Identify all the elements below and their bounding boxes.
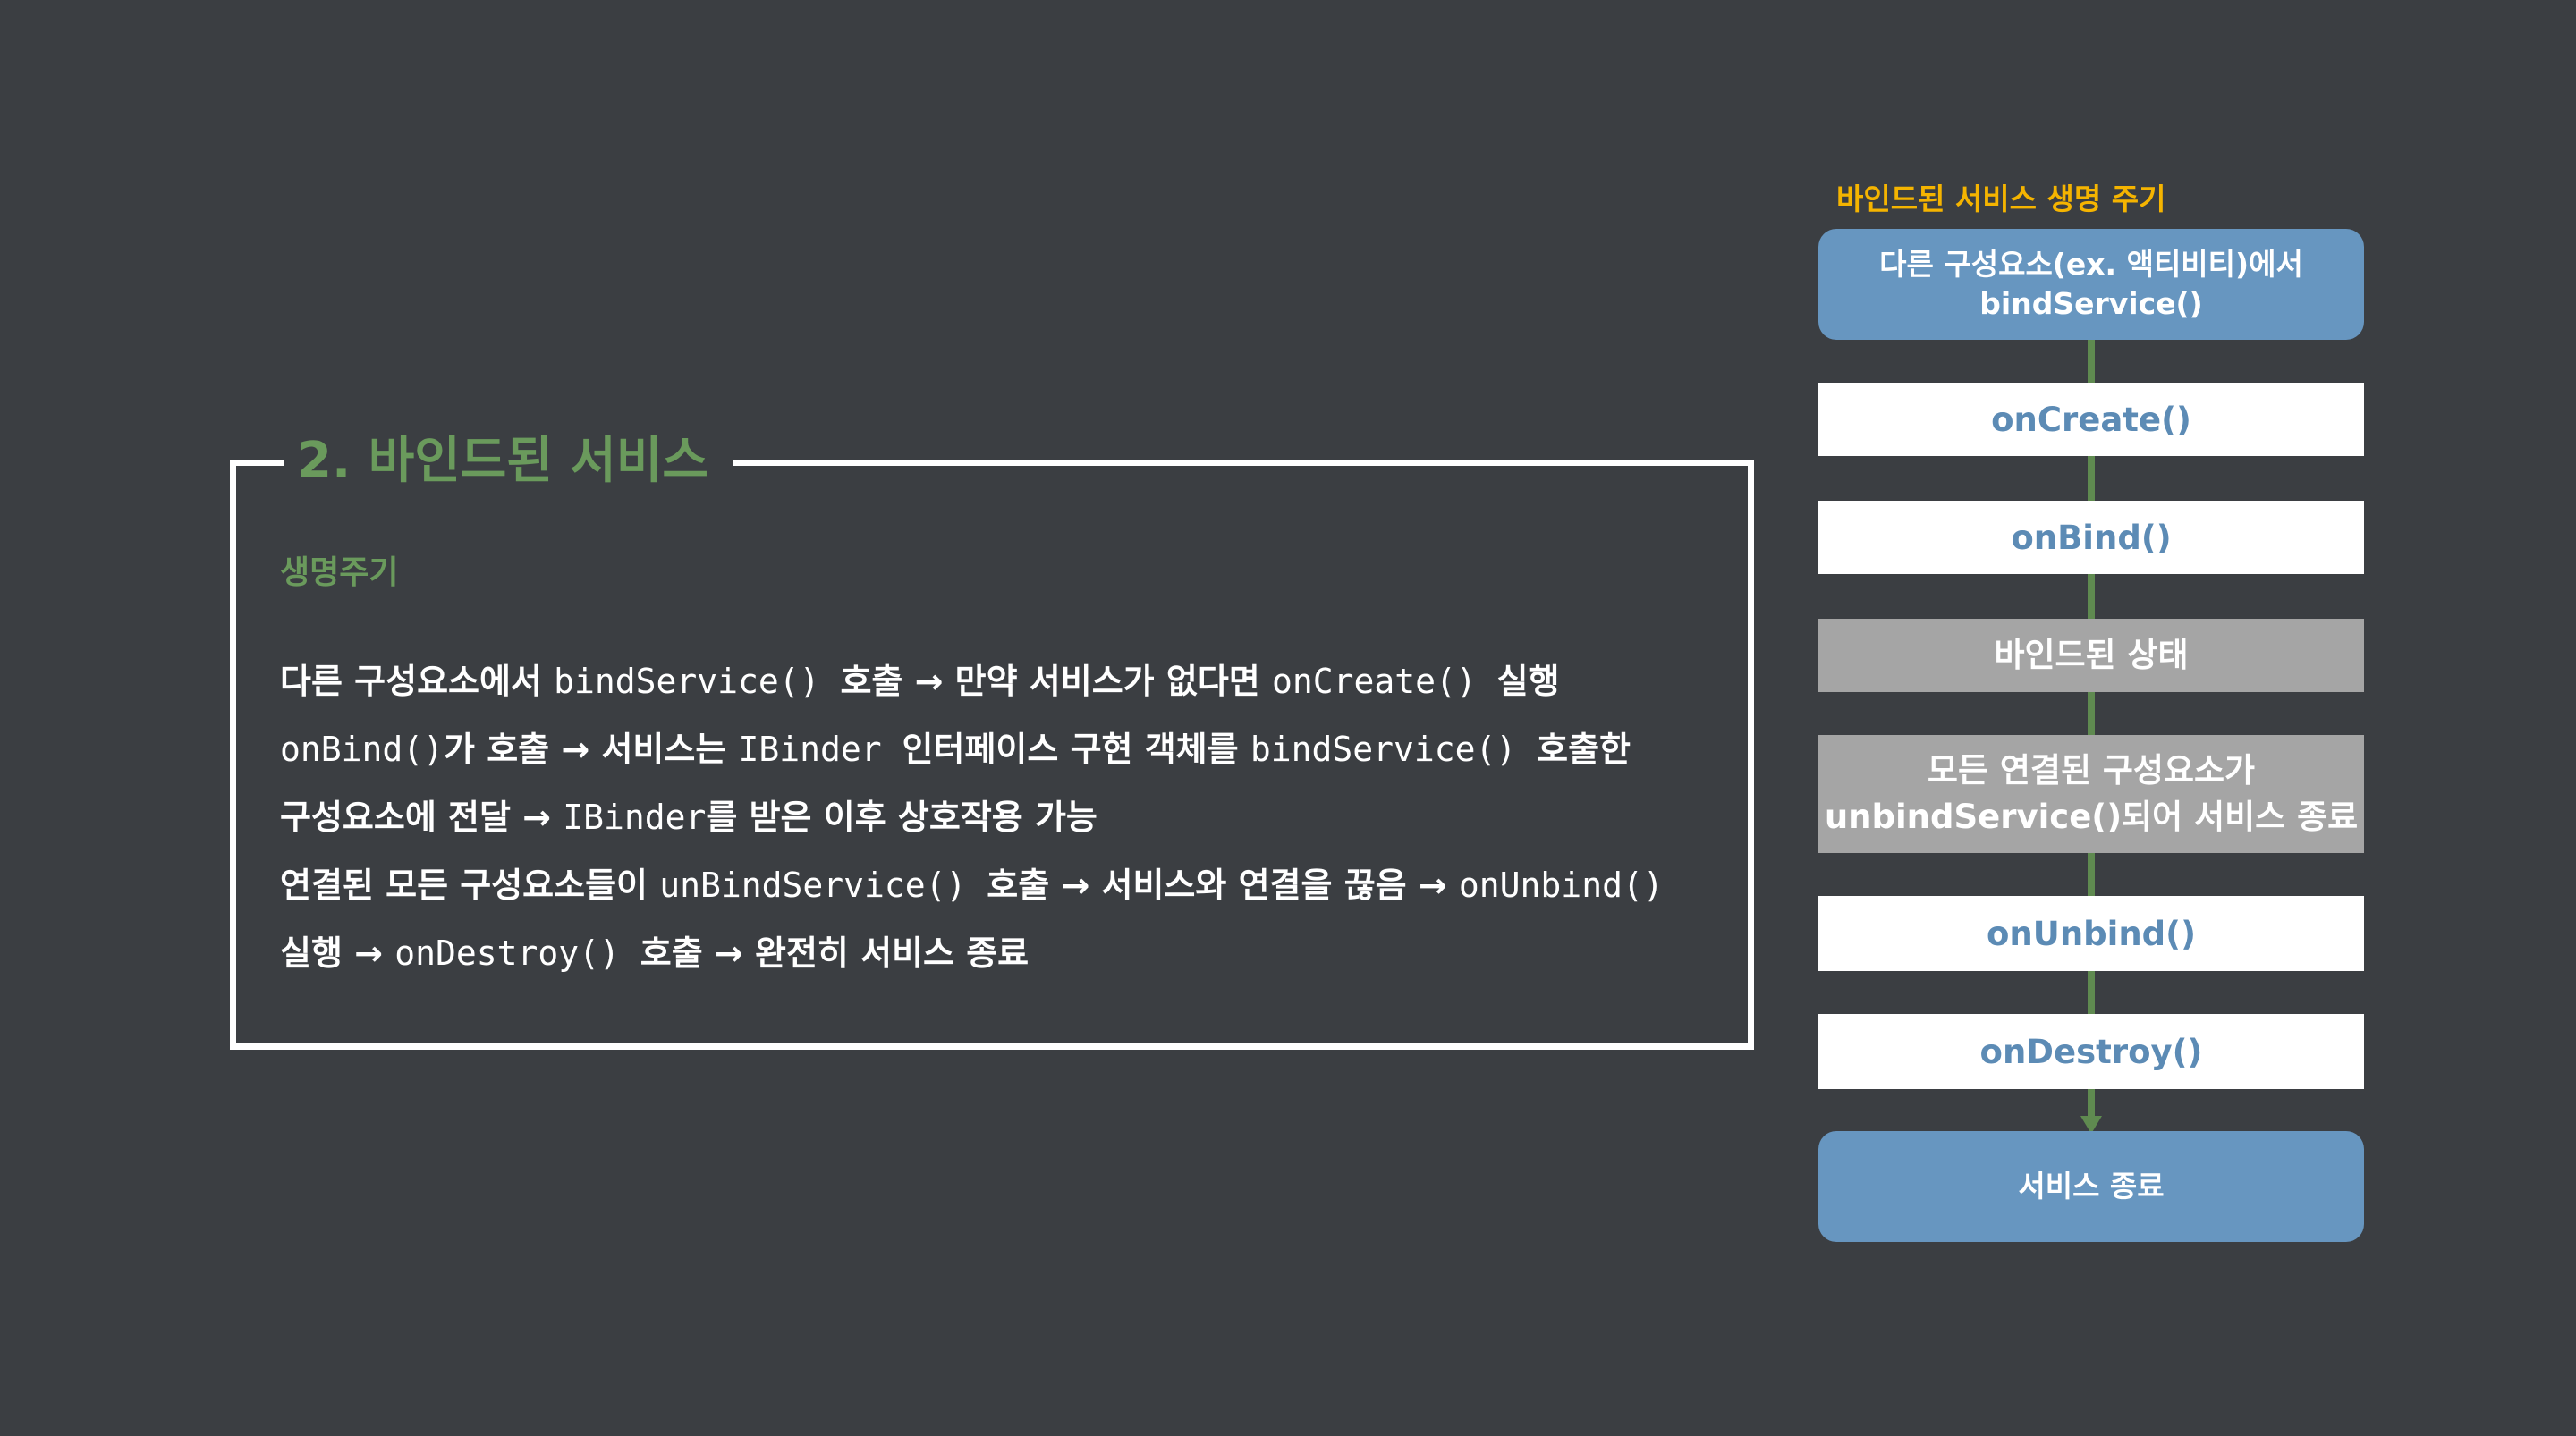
flow-arrow-head <box>2080 1116 2102 1134</box>
lifecycle-description: 다른 구성요소에서 bindService() 호출 → 만약 서비스가 없다면… <box>280 647 1747 987</box>
node-text: 모든 연결된 구성요소가 <box>1927 751 2256 790</box>
description-line: onBind()가 호출 → 서비스는 IBinder 인터페이스 구현 객체를… <box>280 715 1747 783</box>
description-panel <box>230 460 1754 1050</box>
code-text: IBinder <box>563 798 707 837</box>
korean-text: 호출 → 완전히 서비스 종료 <box>640 933 1030 973</box>
flow-node-on-unbind: onUnbind() <box>1818 896 2364 971</box>
korean-text: 를 받은 이후 상호작용 가능 <box>706 798 1097 837</box>
code-text: onCreate() <box>1272 662 1497 701</box>
korean-text: 호출한 <box>1537 730 1631 769</box>
code-text: unBindService() <box>659 866 987 905</box>
node-text: 서비스 종료 <box>2018 1169 2165 1204</box>
code-text: onUnbind() <box>1458 866 1664 905</box>
code-text: onBind() <box>280 730 445 769</box>
flow-node-end: 서비스 종료 <box>1818 1131 2364 1242</box>
node-text: onDestroy() <box>1979 1032 2203 1071</box>
korean-text: 구성요소에 전달 → <box>280 798 564 837</box>
flow-title: 바인드된 서비스 생명 주기 <box>1836 182 2166 216</box>
flow-node-start: 다른 구성요소(ex. 액티비티)에서 bindService() <box>1818 229 2364 340</box>
description-line: 다른 구성요소에서 bindService() 호출 → 만약 서비스가 없다면… <box>280 647 1747 715</box>
description-line: 실행 → onDestroy() 호출 → 완전히 서비스 종료 <box>280 919 1747 987</box>
node-text: onCreate() <box>1991 400 2191 439</box>
flow-node-unbind-all: 모든 연결된 구성요소가 unbindService()되어 서비스 종료 <box>1818 735 2364 853</box>
panel-title: 2. 바인드된 서비스 <box>284 427 733 495</box>
korean-text: 연결된 모든 구성요소들이 <box>280 866 660 905</box>
code-text: IBinder <box>738 730 902 769</box>
flow-node-bound-state: 바인드된 상태 <box>1818 619 2364 692</box>
korean-text: 실행 → <box>280 933 395 973</box>
code-text: bindService() <box>1250 730 1538 769</box>
korean-text: 가 호출 → 서비스는 <box>444 730 739 769</box>
code-text: bindService() <box>554 662 841 701</box>
korean-text: 인터페이스 구현 객체를 <box>902 730 1250 769</box>
flow-connector-line <box>2088 340 2095 1122</box>
korean-text: 다른 구성요소에서 <box>280 662 555 701</box>
lifecycle-subheading: 생명주기 <box>280 554 399 591</box>
description-line: 구성요소에 전달 → IBinder를 받은 이후 상호작용 가능 <box>280 783 1747 851</box>
node-text: 다른 구성요소(ex. 액티비티)에서 <box>1879 247 2303 282</box>
description-line: 연결된 모든 구성요소들이 unBindService() 호출 → 서비스와 … <box>280 851 1747 919</box>
node-text: 바인드된 상태 <box>1994 636 2189 674</box>
node-text: unbindService()되어 서비스 종료 <box>1824 798 2359 836</box>
code-text: onDestroy() <box>394 933 640 973</box>
flow-node-on-bind: onBind() <box>1818 501 2364 574</box>
node-text: bindService() <box>1979 286 2203 321</box>
node-text: onUnbind() <box>1987 914 2196 953</box>
node-text: onBind() <box>2011 518 2172 557</box>
flow-node-on-create: onCreate() <box>1818 383 2364 456</box>
korean-text: 호출 → 만약 서비스가 없다면 <box>840 662 1272 701</box>
flow-node-on-destroy: onDestroy() <box>1818 1014 2364 1089</box>
korean-text: 실행 <box>1496 662 1560 701</box>
korean-text: 호출 → 서비스와 연결을 끊음 → <box>987 866 1459 905</box>
